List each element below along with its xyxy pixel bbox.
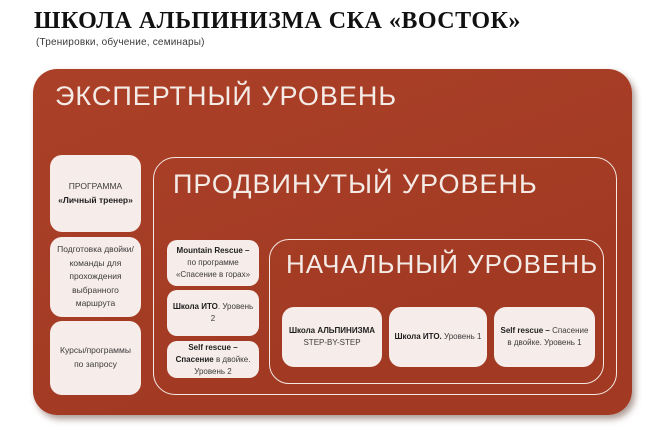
card-ito-school-level-1: Школа ИТО. Уровень 1 (389, 307, 487, 367)
expert-level-block: ЭКСПЕРТНЫЙ УРОВЕНЬ ПРОГРАММА «Личный тре… (33, 69, 632, 415)
card-text-bold: Self rescue – Спасение (175, 342, 238, 364)
card-text: Уровень 1 (441, 331, 482, 341)
beginner-level-heading: НАЧАЛЬНЫЙ УРОВЕНЬ (286, 249, 599, 279)
card-custom-courses: Курсы/программы по запросу (50, 321, 141, 395)
advanced-level-block: ПРОДВИНУТЫЙ УРОВЕНЬ Mountain Rescue – по… (153, 157, 617, 395)
card-mountain-rescue: Mountain Rescue – по программе «Спасение… (167, 240, 259, 286)
card-team-preparation: Подготовка двойки/команды для прохождени… (50, 237, 141, 317)
card-text: Спасение в двойке. Уровень 1 (507, 325, 589, 347)
card-text: по программе «Спасение в горах» (175, 258, 251, 279)
card-ito-school-level-2: Школа ИТО. Уровень 2 (167, 290, 259, 336)
card-text: ПРОГРАММА (68, 180, 123, 191)
card-self-rescue-level-2: Self rescue – Спасение в двойке. Уровень… (167, 341, 259, 378)
card-text-wrap: Mountain Rescue – по программе «Спасение… (172, 245, 254, 281)
expert-level-heading: ЭКСПЕРТНЫЙ УРОВЕНЬ (55, 81, 398, 111)
card-text-bold: Mountain Rescue – (176, 246, 250, 255)
card-personal-trainer-program: ПРОГРАММА «Личный тренер» (50, 155, 141, 232)
card-text-bold: Школа ИТО. (394, 331, 442, 341)
card-text: Курсы/программы по запросу (60, 345, 131, 369)
card-self-rescue-level-1: Self rescue – Спасение в двойке. Уровень… (494, 307, 595, 367)
card-text-wrap: Школа ИТО. Уровень 1 (395, 331, 482, 343)
card-text: Подготовка двойки/команды для прохождени… (57, 244, 134, 309)
advanced-level-heading: ПРОДВИНУТЫЙ УРОВЕНЬ (173, 169, 538, 199)
card-text-bold: Школа ИТО (172, 302, 218, 311)
card-text-wrap: Self rescue – Спасение в двойке. Уровень… (499, 325, 590, 350)
card-alpinism-school-step-by-step: Школа АЛЬПИНИЗМА STEP-BY-STEP (282, 307, 382, 367)
card-text-wrap: Школа ИТО. Уровень 2 (172, 301, 254, 325)
card-text: . Уровень 2 (210, 302, 254, 323)
card-text: в двойке. Уровень 2 (194, 354, 251, 376)
card-text-bold: «Личный тренер» (58, 194, 133, 205)
slide-title: ШКОЛА АЛЬПИНИЗМА СКА «ВОСТОК» (34, 8, 521, 34)
slide-subtitle: (Тренировки, обучение, семинары) (36, 37, 205, 48)
card-text-wrap: Self rescue – Спасение в двойке. Уровень… (172, 342, 254, 378)
beginner-level-block: НАЧАЛЬНЫЙ УРОВЕНЬ Школа АЛЬПИНИЗМА STEP-… (269, 239, 604, 384)
card-text: STEP-BY-STEP (303, 338, 361, 347)
card-text-bold: Self rescue – (500, 325, 550, 335)
card-text-bold: Школа АЛЬПИНИЗМА (288, 325, 376, 335)
